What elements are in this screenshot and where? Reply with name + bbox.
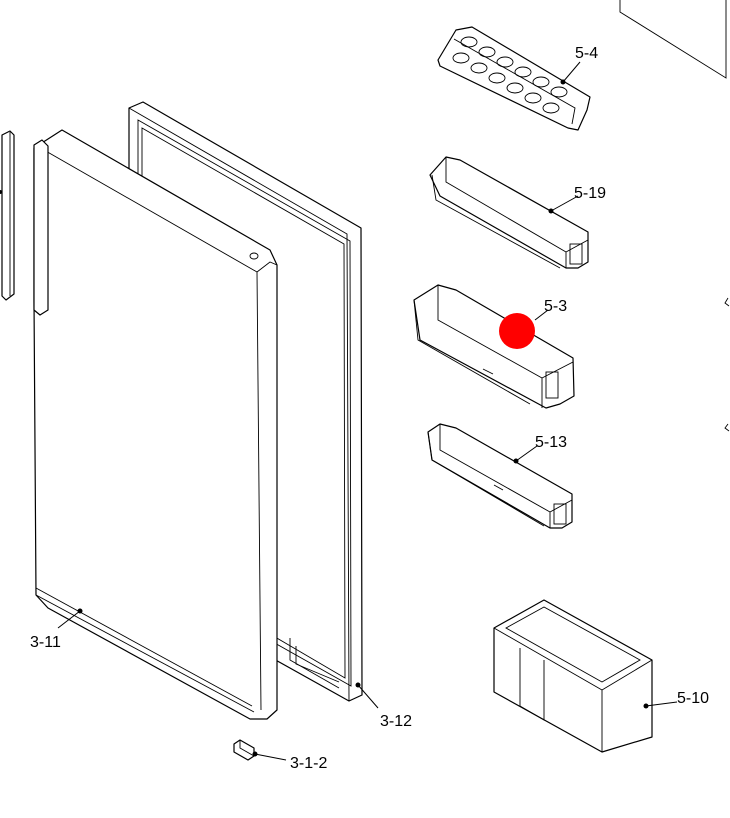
leader-gasket bbox=[357, 684, 379, 709]
label-bin-lower: 5-13 bbox=[535, 434, 567, 451]
side-strip bbox=[1, 130, 15, 301]
label-hinge-part: 3-1-2 bbox=[290, 755, 327, 772]
leader-bin-middle bbox=[534, 309, 549, 321]
leader-bin-upper bbox=[550, 195, 579, 212]
edge-marks bbox=[724, 297, 730, 432]
leader-egg-tray bbox=[562, 61, 581, 83]
door-bin-lower bbox=[427, 423, 573, 529]
leader-hinge-part bbox=[254, 753, 287, 761]
door-panel bbox=[33, 129, 278, 720]
egg-tray bbox=[437, 26, 591, 131]
highlight-marker bbox=[499, 313, 535, 349]
leader-bin-lower bbox=[515, 445, 538, 462]
label-egg-tray: 5-4 bbox=[575, 45, 598, 62]
hinge-part bbox=[233, 739, 255, 761]
label-bin-upper: 5-19 bbox=[574, 185, 606, 202]
partial-panel-top-right bbox=[619, 0, 727, 79]
leader-crisper-box bbox=[645, 701, 678, 707]
leader-lines bbox=[0, 61, 678, 761]
door-bin-upper bbox=[429, 156, 589, 269]
label-bin-middle: 5-3 bbox=[544, 298, 567, 315]
crisper-box bbox=[493, 599, 653, 753]
label-crisper-box: 5-10 bbox=[677, 690, 709, 707]
leader-door bbox=[57, 610, 81, 629]
door-bin-middle bbox=[413, 284, 575, 409]
label-door: 3-11 bbox=[30, 634, 61, 651]
label-gasket: 3-12 bbox=[380, 713, 412, 730]
